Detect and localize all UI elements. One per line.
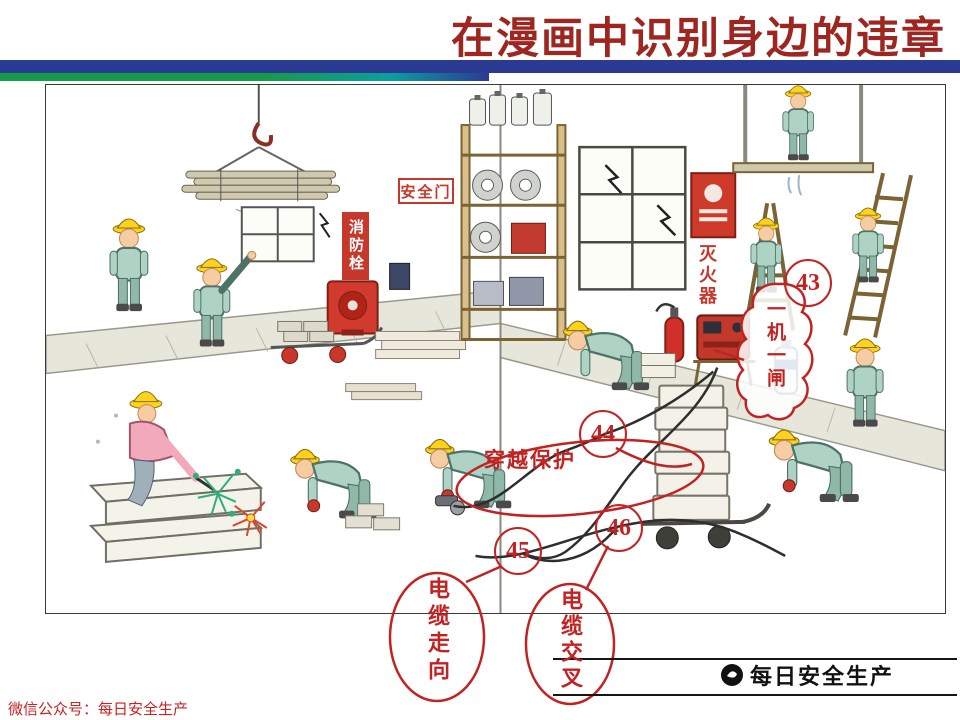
violation-circle-46: 46 (595, 504, 643, 552)
pointing-worker-figure (192, 250, 257, 348)
weld-sparks (232, 501, 268, 537)
safety-poster (690, 172, 737, 239)
leaning-ladder (843, 172, 913, 338)
violation-circle-43: 43 (784, 259, 832, 307)
brand-logo-icon (721, 664, 743, 686)
welder-figure (127, 391, 215, 507)
violation-number-46: 46 (607, 514, 631, 541)
annotation-label-43: 一机一闸 (764, 299, 785, 391)
page-title: 在漫画中识别身边的违章 (451, 16, 946, 63)
steel-beams (88, 472, 264, 563)
violation-number-44: 44 (591, 420, 615, 447)
green-sparks (192, 468, 241, 517)
title-underline-bar (0, 60, 960, 73)
board-stacks (345, 330, 467, 401)
fire-hydrant-sign-label: 消防栓 (347, 219, 364, 273)
bending-worker-figure (562, 320, 676, 392)
fire-hydrant-sign: 消防栓 (342, 212, 369, 280)
scaffold (732, 85, 875, 196)
brand-footer: 每日安全生产 (720, 659, 894, 691)
safety-door-sign-label: 安全门 (400, 183, 452, 201)
annotation-label-46: 电缆交叉 (558, 588, 583, 692)
comic-scene (46, 85, 945, 613)
annotation-label-45: 电缆走向 (425, 577, 450, 685)
fire-extinguisher-sign: 灭火器 (694, 241, 720, 309)
violation-number-43: 43 (796, 269, 820, 296)
annotation-label-44: 穿越保护 (484, 449, 576, 472)
walking-worker-figure (108, 217, 149, 313)
crane-load (181, 85, 341, 221)
accent-gradient-bar (0, 73, 489, 81)
materials-trolley (270, 320, 384, 365)
violation-number-45: 45 (506, 537, 530, 564)
violation-circle-45: 45 (494, 527, 542, 575)
wechat-account-label: 微信公众号：每日安全生产 (8, 701, 189, 718)
footer-rule-top (553, 658, 957, 660)
brand-name: 每日安全生产 (750, 664, 895, 689)
violation-circle-44: 44 (579, 410, 627, 458)
window-right (578, 145, 687, 291)
storage-shelf (460, 89, 567, 341)
footer-rule-bottom (553, 694, 957, 696)
fire-extinguisher-sign-label: 灭火器 (697, 243, 717, 307)
hose-reel-box (326, 262, 411, 336)
comic-illustration-frame (45, 84, 946, 614)
bricklayer-figure (289, 448, 401, 531)
safety-door-sign: 安全门 (398, 178, 454, 204)
fire-extinguisher (655, 302, 685, 363)
cart-pusher-figure (768, 428, 860, 504)
